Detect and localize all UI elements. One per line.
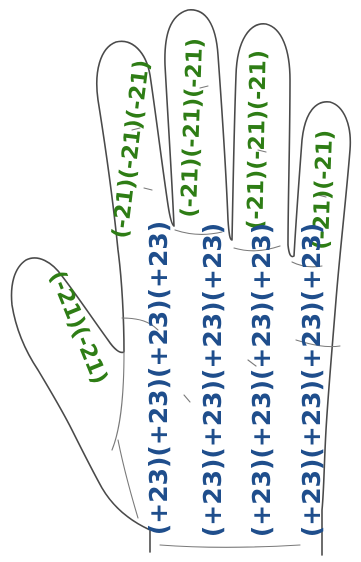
thumb-label: (-21)(-21) xyxy=(44,267,112,387)
ring-finger-label: (-21)(-21)(-21) xyxy=(243,50,271,230)
palm-column-2: (+23)(+23)(+23)(+23) xyxy=(198,223,227,537)
palm-column-1: (+23)(+23)(+23)(+23) xyxy=(144,221,173,535)
index-finger-label: (-21)(-21)(-21) xyxy=(108,59,155,240)
finger-joint xyxy=(144,188,152,190)
wrist-crease xyxy=(160,545,300,547)
wrist-line xyxy=(118,440,138,518)
palm-column-4: (+23)(+23)(+23)(+23) xyxy=(297,223,326,537)
palm-mark xyxy=(184,395,190,402)
middle-finger-label: (-21)(-21)(-21) xyxy=(177,38,208,218)
palm-line-left xyxy=(112,352,124,450)
palm-column-3: (+23)(+23)(+23)(+23) xyxy=(247,223,276,537)
